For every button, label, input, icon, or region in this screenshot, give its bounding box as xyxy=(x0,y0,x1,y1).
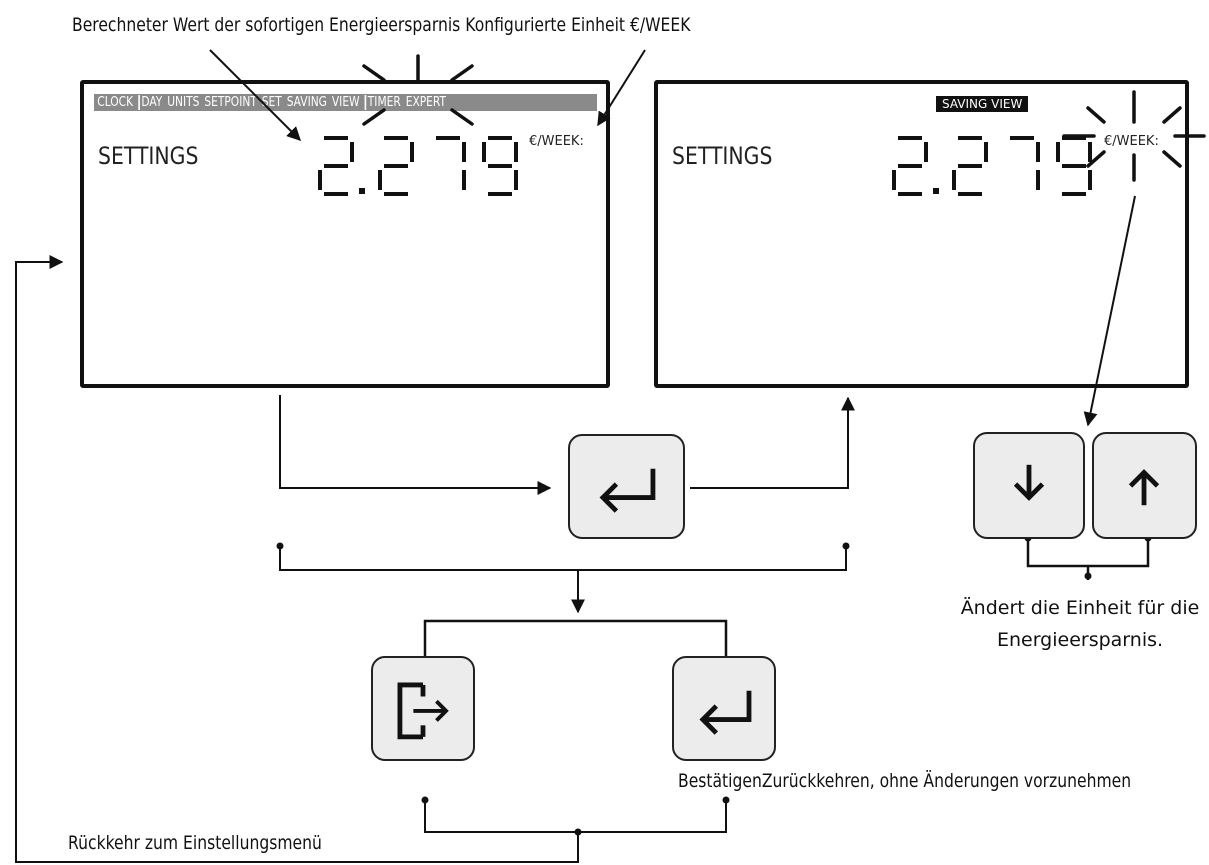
menu-item-day: DAY xyxy=(138,95,163,110)
menu-item-units: UNITS xyxy=(167,95,200,110)
decimal-point xyxy=(359,188,365,194)
annotation-return-settings: Rückkehr zum Einstellungsmenü xyxy=(68,832,322,854)
enter-key-button[interactable] xyxy=(568,434,685,539)
blink-spark-icon xyxy=(1062,90,1206,182)
menu-item-view: VIEW xyxy=(331,95,360,110)
exit-key-button[interactable] xyxy=(371,656,475,761)
up-key-button[interactable] xyxy=(1092,432,1197,539)
menu-item-setpoint: SETPOINT xyxy=(204,95,257,110)
arrow-down-icon xyxy=(1013,464,1045,501)
decimal-point xyxy=(933,188,939,194)
seven-segment-value-left xyxy=(318,136,518,196)
menu-item-clock: CLOCK xyxy=(97,95,134,110)
saving-view-badge: SAVING VIEW xyxy=(936,96,1029,112)
menu-item-timer: TIMER xyxy=(364,95,401,110)
enter-icon xyxy=(699,690,752,735)
arrow-up-icon xyxy=(1128,469,1160,506)
settings-label: SETTINGS xyxy=(672,142,773,170)
confirm-key-button[interactable] xyxy=(672,656,776,761)
unit-label: €/WEEK: xyxy=(529,134,584,149)
seven-segment-value-right xyxy=(892,136,1092,196)
unit-label: €/WEEK: xyxy=(1104,134,1159,149)
down-key-button[interactable] xyxy=(973,432,1085,539)
menu-item-expert: EXPERT xyxy=(405,95,447,110)
exit-icon xyxy=(397,682,449,740)
annotation-confirm-return: BestätigenZurückkehren, ohne Änderungen … xyxy=(678,770,1131,792)
menu-item-saving: SAVING xyxy=(286,95,327,110)
enter-icon xyxy=(599,468,656,513)
annotation-energy-saving-value: Berechneter Wert der sofortigen Energiee… xyxy=(72,14,691,36)
annotation-configured-unit: Konfigurierte Einheit €/WEEK xyxy=(465,14,691,36)
annotation-confirm: Bestätigen xyxy=(678,770,762,792)
settings-label: SETTINGS xyxy=(98,142,199,170)
lcd-display-right: SAVING VIEW SETTINGS €/WEEK: xyxy=(654,80,1189,388)
blink-spark-icon xyxy=(362,54,474,126)
annotation-change-unit: Ändert die Einheit für die Energieerspar… xyxy=(960,597,1200,651)
annotation-return-no-change: Zurückkehren, ohne Änderungen vorzunehme… xyxy=(761,770,1132,792)
